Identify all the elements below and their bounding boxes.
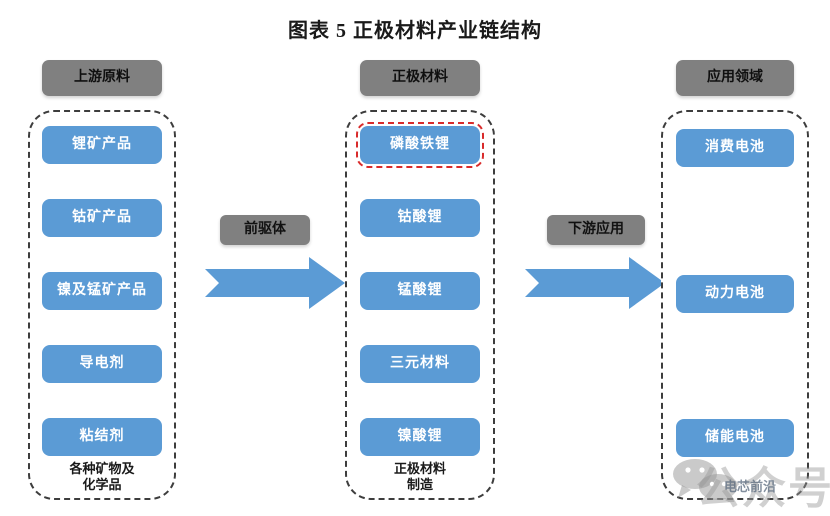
item-cathode-3[interactable]: 三元材料 (360, 345, 480, 383)
column-header-cathode-materials: 正极材料 (360, 60, 480, 96)
arrow-right-icon-precursor (205, 257, 345, 309)
column-header-upstream: 上游原料 (42, 60, 162, 96)
page-title: 图表 5 正极材料产业链结构 (288, 20, 542, 42)
item-applications-2[interactable]: 储能电池 (676, 419, 794, 457)
item-upstream-0[interactable]: 锂矿产品 (42, 126, 162, 164)
item-upstream-4[interactable]: 粘结剂 (42, 418, 162, 456)
item-cathode-2[interactable]: 锰酸锂 (360, 272, 480, 310)
item-applications-0[interactable]: 消费电池 (676, 129, 794, 167)
arrow-group-precursor: 前驱体 (205, 215, 345, 310)
column-caption-cathode-materials: 正极材料 制造 (345, 461, 495, 494)
column-caption-cathode-line2: 制造 (406, 477, 433, 493)
item-upstream-1[interactable]: 钴矿产品 (42, 199, 162, 237)
item-cathode-0[interactable]: 磷酸铁锂 (356, 122, 484, 168)
arrow-right-icon-downstream (525, 257, 665, 309)
item-upstream-3[interactable]: 导电剂 (42, 345, 162, 383)
column-caption-upstream: 各种矿物及 化学品 (28, 461, 176, 494)
column-caption-cathode-line1: 正极材料 (393, 461, 446, 476)
column-caption-upstream-line1: 各种矿物及 (69, 461, 135, 476)
item-upstream-2[interactable]: 镍及锰矿产品 (42, 272, 162, 310)
column-caption-upstream-line2: 化学品 (82, 477, 122, 493)
item-cathode-4[interactable]: 镍酸锂 (360, 418, 480, 456)
item-cathode-1[interactable]: 钴酸锂 (360, 199, 480, 237)
arrow-group-downstream: 下游应用 (525, 215, 665, 310)
column-header-applications: 应用领域 (676, 60, 794, 96)
arrow-label-precursor: 前驱体 (220, 215, 310, 245)
arrow-label-downstream: 下游应用 (547, 215, 645, 245)
item-applications-1[interactable]: 动力电池 (676, 275, 794, 313)
